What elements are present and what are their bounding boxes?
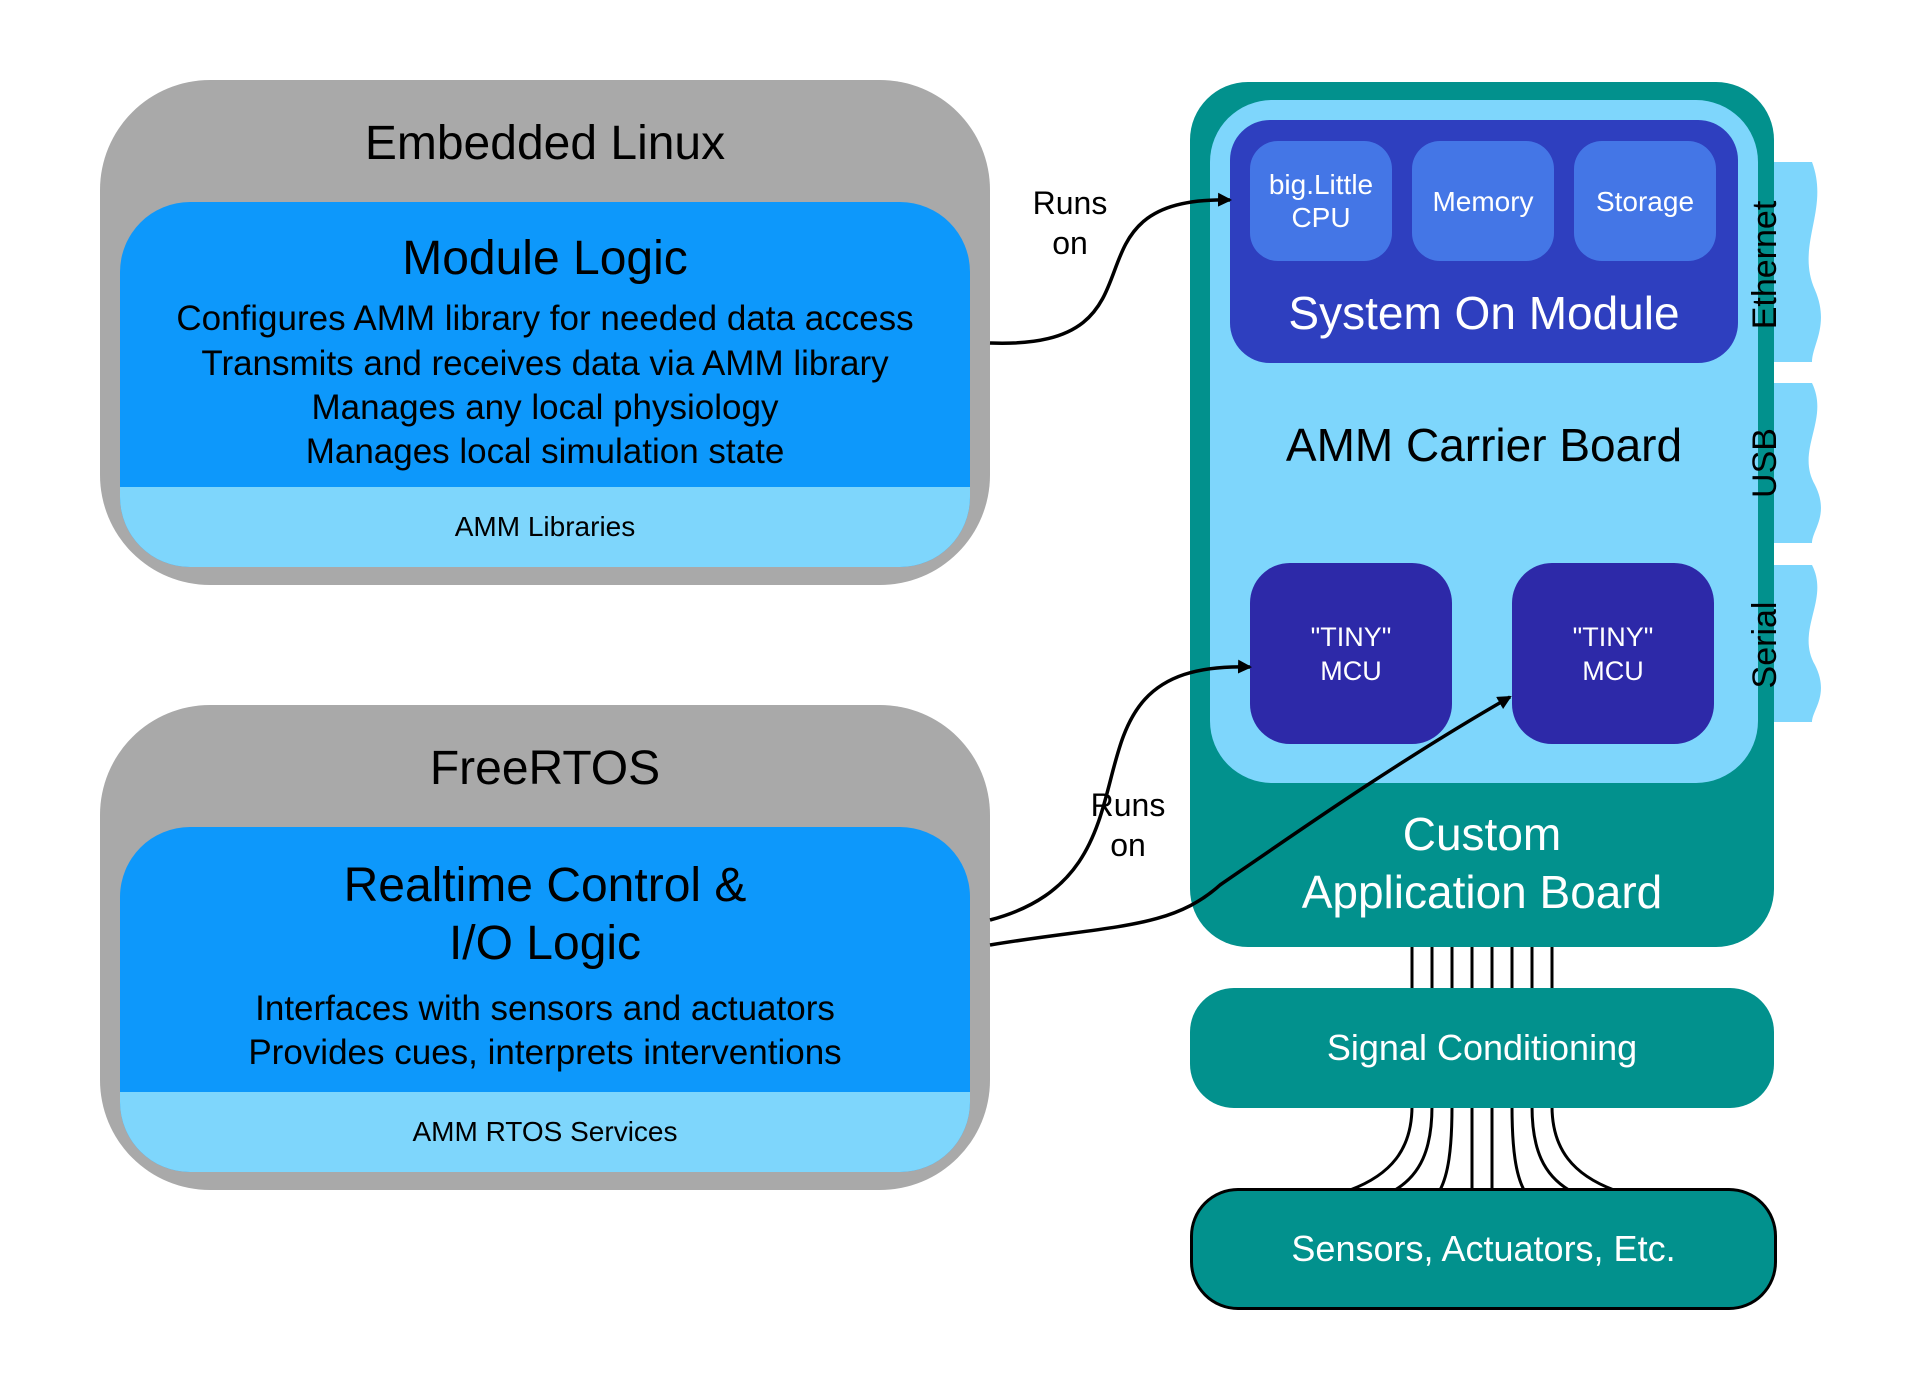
module-logic-line-3: Manages any local physiology bbox=[311, 388, 779, 427]
tiny-mcu-1-label-1: "TINY" bbox=[1310, 621, 1392, 652]
carrier-board-title: AMM Carrier Board bbox=[1285, 419, 1683, 471]
sensors-actuators-label: Sensors, Actuators, Etc. bbox=[1291, 1228, 1676, 1269]
realtime-logic-line-1: Interfaces with sensors and actuators bbox=[255, 989, 835, 1028]
realtime-logic-title-1: Realtime Control & bbox=[343, 859, 747, 912]
freertos-title: FreeRTOS bbox=[429, 742, 661, 795]
arrow-rtos-to-mcu-2 bbox=[989, 695, 1512, 947]
tiny-mcu-2-label-1: "TINY" bbox=[1572, 621, 1654, 652]
runs-on-label-top: Runs on bbox=[1020, 183, 1120, 263]
som-title: System On Module bbox=[1288, 287, 1680, 339]
module-logic-line-4: Manages local simulation state bbox=[305, 432, 785, 471]
tiny-mcu-2: "TINY" MCU bbox=[1512, 563, 1714, 744]
realtime-logic-box: Realtime Control & I/O Logic Interfaces … bbox=[120, 827, 970, 1172]
ethernet-port-tab bbox=[1765, 162, 1821, 362]
amm-libraries-band: AMM Libraries bbox=[120, 487, 970, 567]
tiny-mcu-1: "TINY" MCU bbox=[1250, 563, 1452, 744]
sensors-actuators-box: Sensors, Actuators, Etc. bbox=[1190, 1188, 1777, 1310]
app-board-label-1: Custom bbox=[1402, 808, 1562, 860]
module-logic-line-1: Configures AMM library for needed data a… bbox=[176, 299, 914, 338]
memory-chip-label: Memory bbox=[1432, 185, 1534, 217]
runs-on-bottom-2: on bbox=[1110, 827, 1146, 863]
realtime-logic-line-2: Provides cues, interprets interventions bbox=[248, 1033, 842, 1072]
bus-lines-lower bbox=[1349, 1105, 1615, 1192]
storage-chip-label: Storage bbox=[1595, 185, 1695, 217]
signal-conditioning-label: Signal Conditioning bbox=[1326, 1027, 1638, 1068]
serial-port-tab bbox=[1765, 565, 1821, 722]
arrow-linux-to-som bbox=[989, 192, 1232, 345]
arrow-rtos-to-mcu-1 bbox=[989, 659, 1252, 922]
runs-on-bottom-1: Runs bbox=[1090, 787, 1166, 823]
runs-on-top-2: on bbox=[1052, 225, 1088, 261]
bus-lines-upper bbox=[1410, 945, 1554, 990]
runs-on-label-bottom: Runs on bbox=[1078, 785, 1178, 865]
tiny-mcu-1-label-2: MCU bbox=[1320, 655, 1382, 686]
usb-port-tab bbox=[1765, 383, 1821, 543]
module-logic-box: Module Logic Configures AMM library for … bbox=[120, 202, 970, 567]
memory-chip: Memory bbox=[1412, 141, 1554, 261]
realtime-logic-title-2: I/O Logic bbox=[448, 917, 642, 970]
cpu-chip-label-1: big.Little bbox=[1268, 169, 1374, 200]
app-board-label-2: Application Board bbox=[1301, 866, 1663, 918]
runs-on-top-1: Runs bbox=[1032, 185, 1108, 221]
cpu-chip-label-2: CPU bbox=[1291, 202, 1351, 233]
amm-rtos-services-band: AMM RTOS Services bbox=[120, 1092, 970, 1172]
module-logic-line-2: Transmits and receives data via AMM libr… bbox=[201, 344, 889, 383]
embedded-linux-title: Embedded Linux bbox=[364, 117, 726, 170]
module-logic-title: Module Logic bbox=[402, 232, 688, 285]
signal-conditioning-box: Signal Conditioning bbox=[1190, 988, 1774, 1108]
cpu-chip: big.Little CPU bbox=[1250, 141, 1392, 261]
storage-chip: Storage bbox=[1574, 141, 1716, 261]
tiny-mcu-2-label-2: MCU bbox=[1582, 655, 1644, 686]
